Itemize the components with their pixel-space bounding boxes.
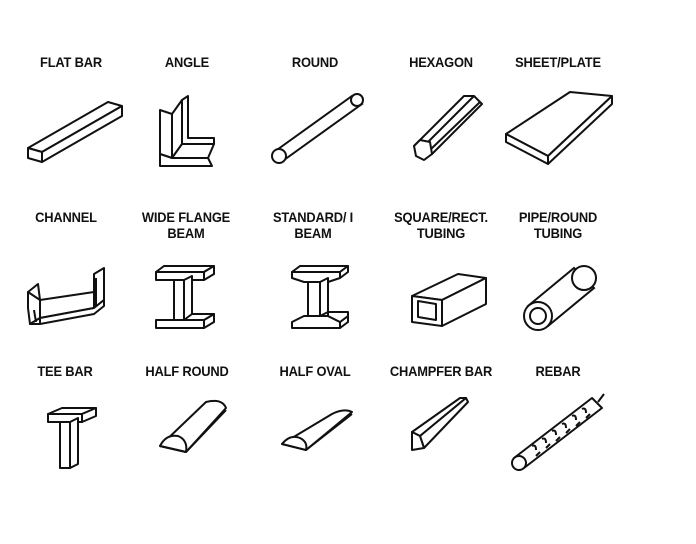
round-bar-icon	[268, 88, 368, 168]
label-hexagon: HEXAGON	[409, 54, 473, 70]
sheet-plate-icon	[502, 88, 616, 168]
tee-bar-icon	[44, 404, 100, 474]
label-sheet-plate: SHEET/PLATE	[515, 54, 601, 70]
half-round-icon	[156, 396, 232, 466]
hexagon-bar-icon	[408, 88, 488, 168]
wide-flange-beam-icon	[152, 264, 218, 334]
label-tee-bar: TEE BAR	[37, 363, 93, 379]
label-round: ROUND	[291, 54, 339, 70]
half-oval-icon	[278, 404, 358, 454]
label-flat-bar: FLAT BAR	[40, 54, 102, 70]
label-champfer-bar: CHAMPFER BAR	[389, 363, 493, 379]
label-angle: ANGLE	[164, 54, 210, 70]
square-tube-icon	[408, 270, 492, 330]
label-rebar: REBAR	[535, 363, 581, 379]
flat-bar-icon	[24, 96, 124, 166]
pipe-icon	[520, 264, 600, 340]
angle-icon	[152, 92, 222, 172]
label-channel: CHANNEL	[35, 209, 97, 225]
channel-icon	[24, 262, 114, 338]
i-beam-icon	[288, 264, 354, 334]
rebar-icon	[508, 390, 608, 474]
chamfer-bar-icon	[406, 394, 476, 458]
label-half-oval: HALF OVAL	[279, 363, 351, 379]
label-square-rect-tubing: SQUARE/RECT.TUBING	[394, 209, 488, 241]
label-half-round: HALF ROUND	[145, 363, 229, 379]
